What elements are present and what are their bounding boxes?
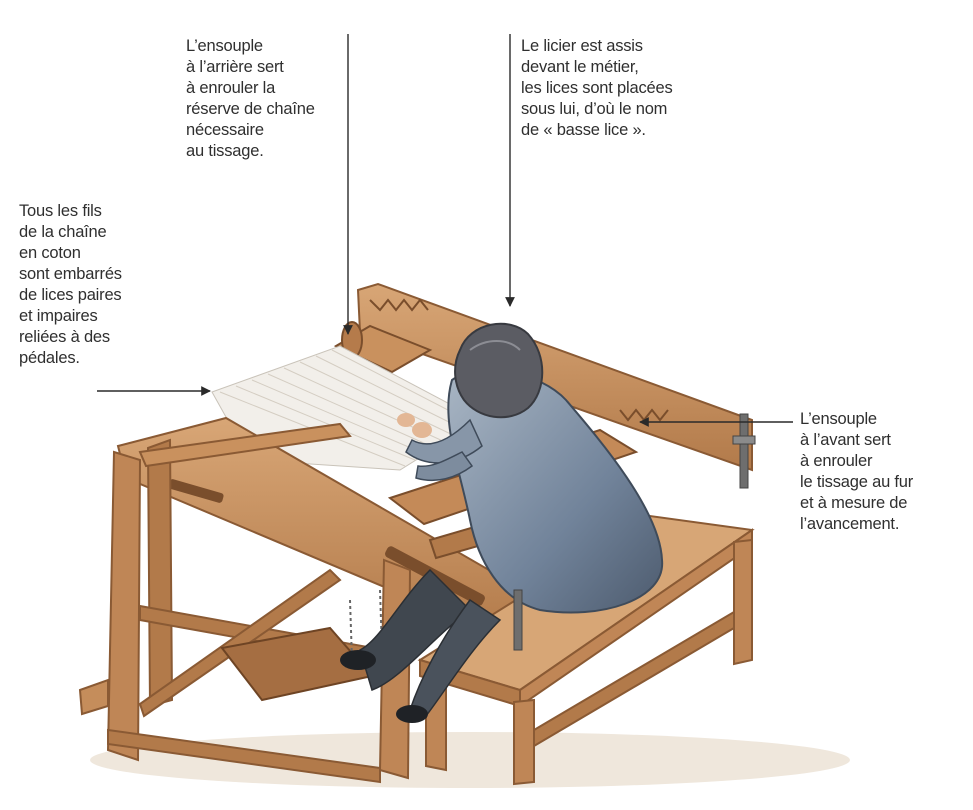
caption-line: à enrouler [800, 452, 873, 470]
caption-line: le tissage au fur [800, 473, 914, 491]
caption-line: nécessaire [186, 121, 264, 139]
caption-line: Le licier est assis [521, 37, 643, 55]
caption-line: reliées à des [19, 328, 110, 346]
caption-back-beam: L’ensouple à l’arrière sert à enrouler l… [186, 36, 315, 162]
caption-line: pédales. [19, 349, 80, 367]
caption-line: en coton [19, 244, 81, 262]
caption-line: de « basse lice ». [521, 121, 646, 139]
caption-line: devant le métier, [521, 58, 639, 76]
caption-line: au tissage. [186, 142, 264, 160]
caption-line: Tous les fils [19, 202, 102, 220]
caption-line: L’ensouple [186, 37, 263, 55]
caption-line: de la chaîne [19, 223, 107, 241]
caption-line: à l’arrière sert [186, 58, 284, 76]
caption-warp-threads: Tous les fils de la chaîne en coton sont… [19, 201, 122, 369]
caption-line: et impaires [19, 307, 98, 325]
caption-line: sont embarrés [19, 265, 122, 283]
back-beam-frame [356, 282, 756, 489]
caption-line: et à mesure de [800, 494, 908, 512]
weaver [340, 322, 664, 723]
caption-line: L’ensouple [800, 410, 877, 428]
caption-line: sous lui, d’où le nom [521, 100, 668, 118]
caption-weaver: Le licier est assis devant le métier, le… [521, 36, 673, 141]
caption-line: l’avancement. [800, 515, 900, 533]
caption-front-beam: L’ensouple à l’avant sert à enrouler le … [800, 409, 913, 535]
caption-line: à l’avant sert [800, 431, 891, 449]
ground-shadow [90, 732, 850, 788]
caption-line: de lices paires [19, 286, 122, 304]
caption-line: les lices sont placées [521, 79, 673, 97]
caption-line: à enrouler la [186, 79, 276, 97]
caption-line: réserve de chaîne [186, 100, 315, 118]
